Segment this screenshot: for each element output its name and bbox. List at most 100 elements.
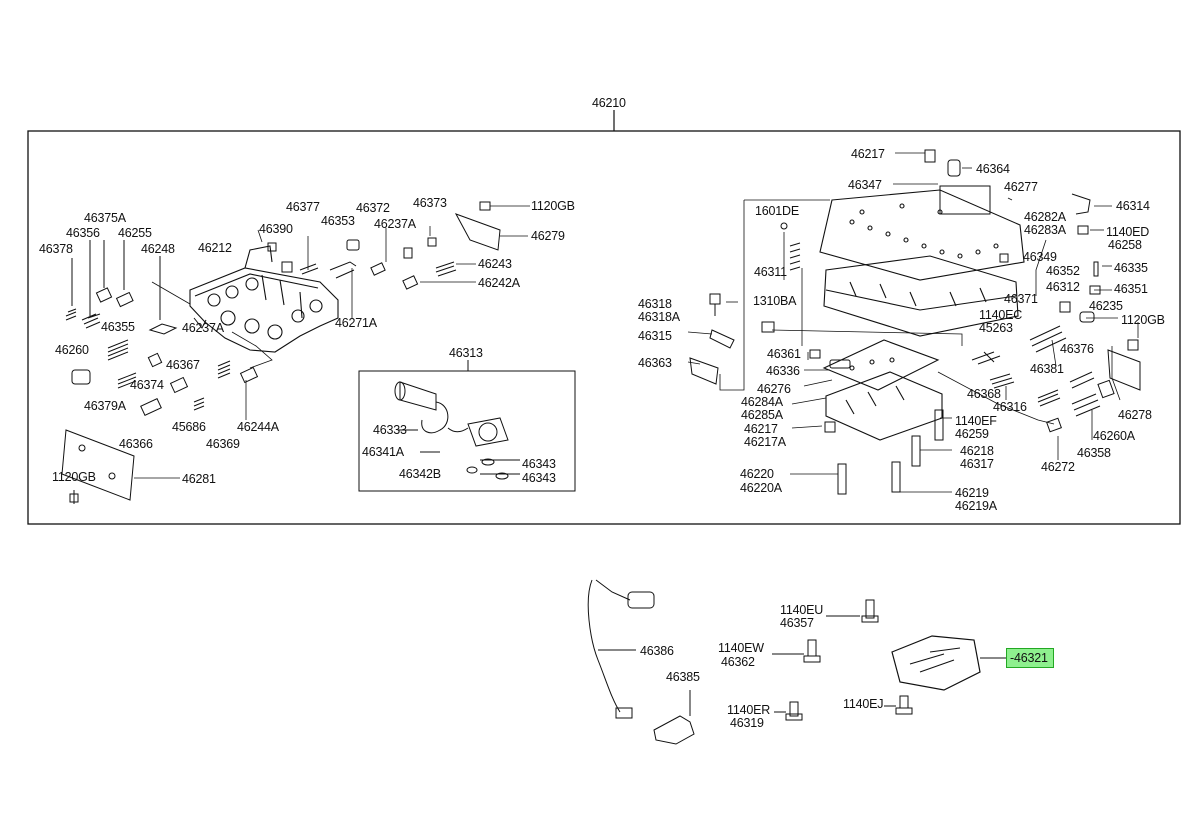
part-label-46375A[interactable]: 46375A — [84, 211, 126, 225]
part-label-46272[interactable]: 46272 — [1041, 460, 1075, 474]
part-label-46335[interactable]: 46335 — [1114, 261, 1148, 275]
part-label-1120GB-2[interactable]: 1120GB — [52, 470, 96, 484]
part-label-46336[interactable]: 46336 — [766, 364, 800, 378]
part-label-46358[interactable]: 46358 — [1077, 446, 1111, 460]
part-label-46385[interactable]: 46385 — [666, 670, 700, 684]
part-label-46276[interactable]: 46276 — [757, 382, 791, 396]
part-label-46369[interactable]: 46369 — [206, 437, 240, 451]
part-label-1120GB[interactable]: 1120GB — [531, 199, 575, 213]
part-label-46349[interactable]: 46349 — [1023, 250, 1057, 264]
part-label-46220A[interactable]: 46220A — [740, 481, 782, 495]
leader-lines-left — [134, 205, 530, 479]
part-label-1310BA[interactable]: 1310BA — [753, 294, 797, 308]
part-label-46374[interactable]: 46374 — [130, 378, 164, 392]
part-label-46371[interactable]: 46371 — [1004, 292, 1038, 306]
part-label-46282A[interactable]: 46282A — [1024, 210, 1066, 224]
part-label-46316[interactable]: 46316 — [993, 400, 1027, 414]
part-label-1140EC[interactable]: 1140EC — [979, 308, 1023, 322]
part-label-46243[interactable]: 46243 — [478, 257, 512, 271]
part-label-46218[interactable]: 46218 — [960, 444, 994, 458]
part-label-46343-2[interactable]: 46343 — [522, 471, 556, 485]
part-label-46378[interactable]: 46378 — [39, 242, 73, 256]
part-label-46318[interactable]: 46318 — [638, 297, 672, 311]
part-label-1140EF[interactable]: 1140EF — [955, 414, 997, 428]
part-label-46373[interactable]: 46373 — [413, 196, 447, 210]
part-label-46259[interactable]: 46259 — [955, 427, 989, 441]
part-label-46242A[interactable]: 46242A — [478, 276, 520, 290]
part-label-1601DE[interactable]: 1601DE — [755, 204, 799, 218]
part-label-46314[interactable]: 46314 — [1116, 199, 1150, 213]
part-label-46284A[interactable]: 46284A — [741, 395, 783, 409]
part-label-46367[interactable]: 46367 — [166, 358, 200, 372]
part-label-46237A-2[interactable]: 46237A — [182, 321, 224, 335]
part-label-46219[interactable]: 46219 — [955, 486, 989, 500]
part-label-46212[interactable]: 46212 — [198, 241, 232, 255]
part-label-46311[interactable]: 46311 — [754, 265, 787, 279]
part-label-45263[interactable]: 45263 — [979, 321, 1013, 335]
part-label-46361[interactable]: 46361 — [767, 347, 801, 361]
part-label-46279[interactable]: 46279 — [531, 229, 565, 243]
part-label-1140EJ[interactable]: 1140EJ — [843, 697, 884, 711]
part-label-46352[interactable]: 46352 — [1046, 264, 1080, 278]
part-label-46235[interactable]: 46235 — [1089, 299, 1123, 313]
part-label-46342B[interactable]: 46342B — [399, 467, 441, 481]
part-label-46283A[interactable]: 46283A — [1024, 223, 1066, 237]
part-label-46281[interactable]: 46281 — [182, 472, 216, 486]
part-label-46255[interactable]: 46255 — [118, 226, 152, 240]
part-label-46220[interactable]: 46220 — [740, 467, 774, 481]
part-label-46351[interactable]: 46351 — [1114, 282, 1148, 296]
part-label-46271A[interactable]: 46271A — [335, 316, 377, 330]
part-label-46312[interactable]: 46312 — [1046, 280, 1080, 294]
part-label-46248[interactable]: 46248 — [141, 242, 175, 256]
part-label-46217A[interactable]: 46217A — [744, 435, 786, 449]
part-label-46356[interactable]: 46356 — [66, 226, 100, 240]
leader-lines-right — [687, 152, 1139, 493]
part-label-1140EW[interactable]: 1140EW — [718, 641, 764, 655]
part-label-46357[interactable]: 46357 — [780, 616, 814, 630]
part-label-46217[interactable]: 46217 — [851, 147, 885, 161]
part-label-46366[interactable]: 46366 — [119, 437, 153, 451]
part-label-46237A[interactable]: 46237A — [374, 217, 416, 231]
part-label-46277[interactable]: 46277 — [1004, 180, 1038, 194]
assembly-label-46210[interactable]: 46210 — [592, 96, 626, 110]
part-label-46376[interactable]: 46376 — [1060, 342, 1094, 356]
part-label-46318A[interactable]: 46318A — [638, 310, 680, 324]
part-label-46219A[interactable]: 46219A — [955, 499, 997, 513]
part-label-46372[interactable]: 46372 — [356, 201, 390, 215]
part-label-46313[interactable]: 46313 — [449, 346, 483, 360]
part-label-46386[interactable]: 46386 — [640, 644, 674, 658]
part-label-46343[interactable]: 46343 — [522, 457, 556, 471]
part-label-1140ED[interactable]: 1140ED — [1106, 225, 1150, 239]
lower-valve-body — [825, 371, 943, 441]
part-label-46347[interactable]: 46347 — [848, 178, 882, 192]
part-label-46285A[interactable]: 46285A — [741, 408, 783, 422]
part-label-46260[interactable]: 46260 — [55, 343, 89, 357]
part-label-46315[interactable]: 46315 — [638, 329, 672, 343]
part-label-46381[interactable]: 46381 — [1030, 362, 1064, 376]
part-label-1140EU[interactable]: 1140EU — [780, 603, 824, 617]
part-label-46217-2[interactable]: 46217 — [744, 422, 778, 436]
assembly-frame — [27, 130, 1181, 525]
part-label-46319[interactable]: 46319 — [730, 716, 764, 730]
part-label-1140ER[interactable]: 1140ER — [727, 703, 771, 717]
part-label-1120GB-3[interactable]: 1120GB — [1121, 313, 1165, 327]
part-label-46363[interactable]: 46363 — [638, 356, 672, 370]
part-label-46362[interactable]: 46362 — [721, 655, 755, 669]
part-label-46244A[interactable]: 46244A — [237, 420, 279, 434]
part-label-45686[interactable]: 45686 — [172, 420, 206, 434]
highlighted-part-label-46321[interactable]: -46321 — [1006, 648, 1054, 668]
part-label-46364[interactable]: 46364 — [976, 162, 1010, 176]
part-label-46333[interactable]: 46333 — [373, 423, 407, 437]
part-label-46278[interactable]: 46278 — [1118, 408, 1152, 422]
part-label-46368[interactable]: 46368 — [967, 387, 1001, 401]
part-label-46258[interactable]: 46258 — [1108, 238, 1142, 252]
part-label-46379A[interactable]: 46379A — [84, 399, 126, 413]
part-label-46377[interactable]: 46377 — [286, 200, 320, 214]
part-label-46355[interactable]: 46355 — [101, 320, 135, 334]
part-label-46317[interactable]: 46317 — [960, 457, 994, 471]
part-label-46341A[interactable]: 46341A — [362, 445, 404, 459]
part-label-46353[interactable]: 46353 — [321, 214, 355, 228]
part-label-46390[interactable]: 46390 — [259, 222, 293, 236]
part-label-46260A[interactable]: 46260A — [1093, 429, 1135, 443]
